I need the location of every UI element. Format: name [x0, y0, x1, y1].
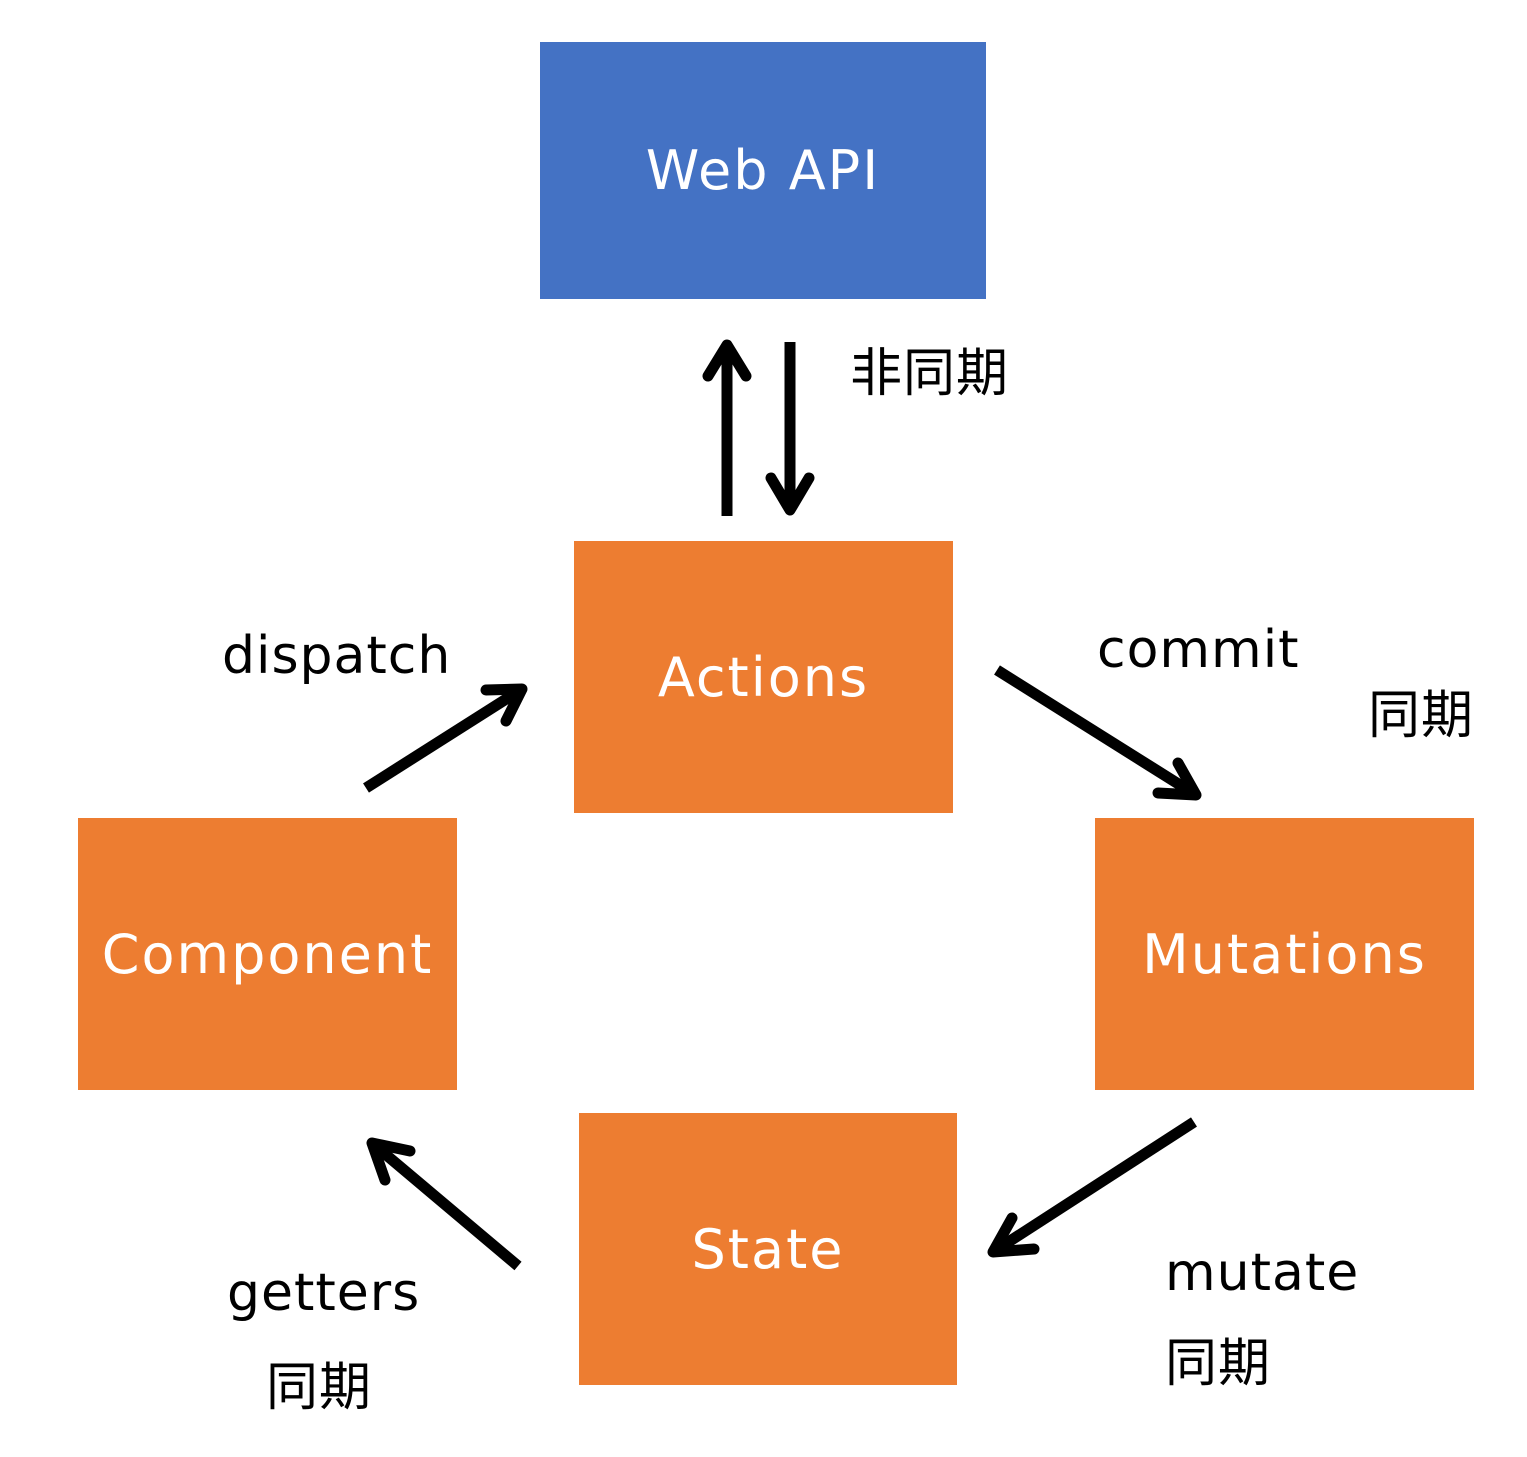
dispatch-label: dispatch — [222, 626, 452, 686]
commit-label: commit — [1097, 620, 1300, 680]
state-label: State — [691, 1217, 845, 1281]
arrow-mutate — [987, 1117, 1197, 1258]
arrow-shaft — [368, 1138, 522, 1271]
async-label: 非同期 — [850, 344, 1010, 404]
arrow-actions-to-webapi — [702, 339, 752, 516]
arrow-head-icon — [702, 339, 752, 382]
component-label: Component — [101, 922, 434, 986]
arrow-head-icon — [765, 472, 815, 516]
arrow-commit — [994, 665, 1202, 801]
arrow-dispatch — [363, 683, 528, 793]
mutate-sync-label: 同期 — [1165, 1334, 1272, 1394]
mutations-node: Mutations — [1095, 818, 1474, 1090]
arrow-head-icon — [987, 1212, 1040, 1258]
arrow-head-icon — [1152, 757, 1202, 801]
web-api-label: Web API — [645, 139, 881, 202]
actions-node: Actions — [574, 541, 953, 813]
arrow-shaft — [990, 1117, 1197, 1257]
actions-label: Actions — [657, 645, 870, 709]
arrow-shaft — [994, 665, 1199, 800]
arrow-shaft — [363, 684, 525, 793]
arrow-head-icon — [480, 683, 528, 727]
getters-label: getters — [227, 1263, 421, 1323]
mutations-label: Mutations — [1142, 922, 1427, 986]
arrow-webapi-to-actions — [765, 342, 815, 516]
getters-sync-label: 同期 — [266, 1358, 373, 1418]
arrow-getters — [366, 1137, 522, 1271]
commit-sync-label: 同期 — [1368, 686, 1475, 746]
state-node: State — [579, 1113, 957, 1385]
web-api-node: Web API — [540, 42, 986, 299]
arrow-head-icon — [366, 1137, 416, 1186]
component-node: Component — [78, 818, 457, 1090]
mutate-label: mutate — [1165, 1243, 1360, 1303]
